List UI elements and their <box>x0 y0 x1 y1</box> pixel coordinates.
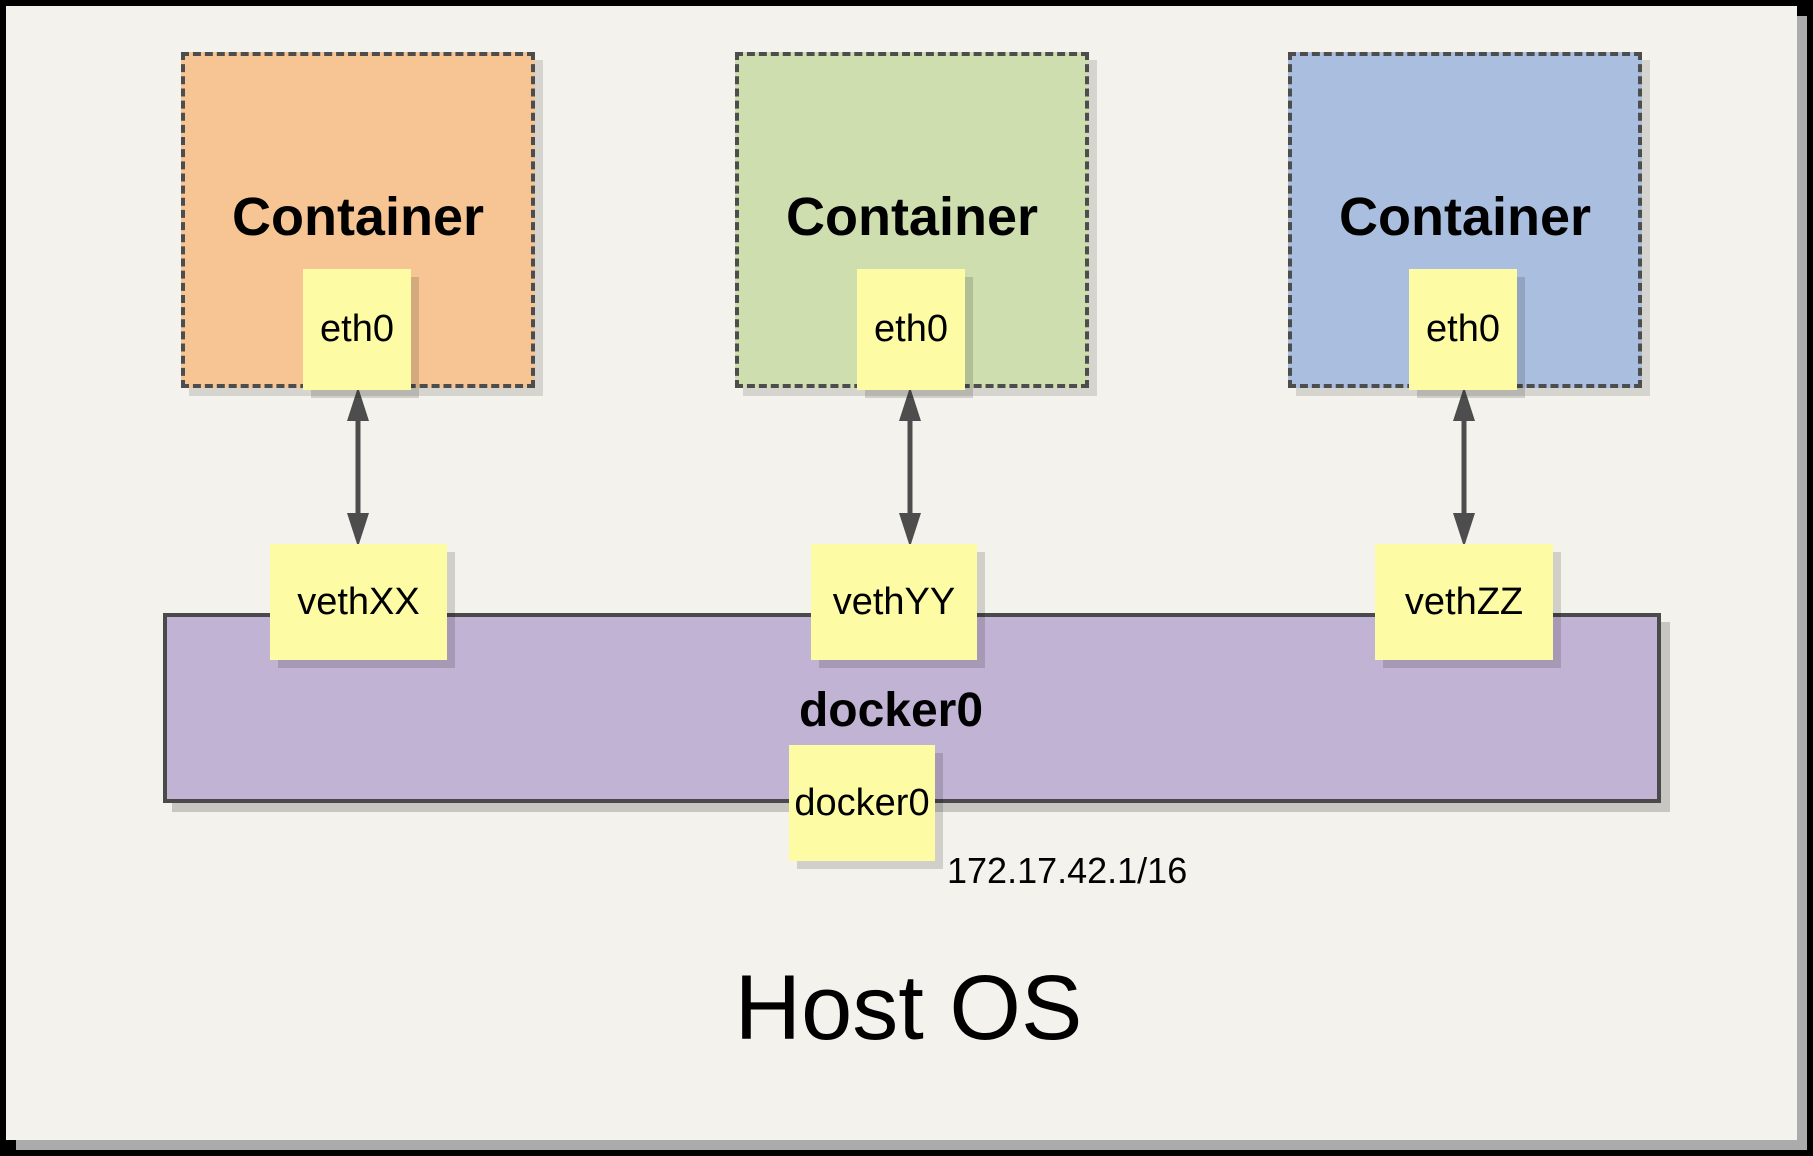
veth-connector-arrow-1 <box>347 387 369 547</box>
vethzz-box: vethZZ <box>1375 544 1553 660</box>
veth-connector-arrow-3 <box>1453 387 1475 547</box>
container-title-2: Container <box>785 187 1039 247</box>
host-os-label: Host OS <box>734 957 1083 1059</box>
container-box-3: Container <box>1288 52 1642 388</box>
veth-connector-arrow-2 <box>899 387 921 547</box>
vethxx-box: vethXX <box>270 544 447 660</box>
diagram-page: Container eth0 vethXX Container eth0 vet… <box>6 6 1797 1140</box>
eth0-box-3: eth0 <box>1409 269 1517 390</box>
bridge-ip-label: 172.17.42.1/16 <box>947 850 1188 891</box>
eth0-box-2: eth0 <box>857 269 965 390</box>
docker0-bridge-label: docker0 <box>798 684 984 737</box>
container-title-1: Container <box>231 187 485 247</box>
docker0-interface-box: docker0 <box>789 745 935 861</box>
eth0-box-1: eth0 <box>303 269 411 390</box>
vethyy-box: vethYY <box>811 544 977 660</box>
container-title-3: Container <box>1338 187 1592 247</box>
